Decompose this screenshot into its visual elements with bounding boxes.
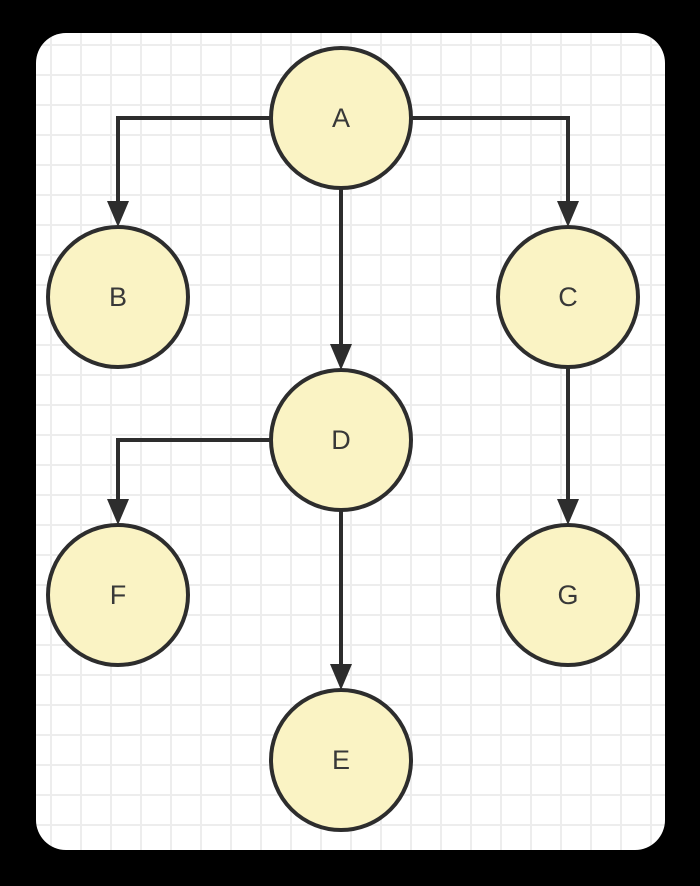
arrowhead-icon (330, 344, 352, 370)
node-label: G (557, 580, 578, 610)
edge-A-B[interactable] (107, 116, 271, 227)
node-circle (46, 523, 190, 667)
edge-D-E[interactable] (330, 510, 352, 690)
arrowhead-icon (107, 499, 129, 525)
node-label: B (109, 282, 127, 312)
arrowhead-icon (330, 664, 352, 690)
node-E[interactable]: E (269, 688, 413, 832)
node-label: C (558, 282, 578, 312)
arrowhead-icon (557, 499, 579, 525)
node-circle (269, 368, 413, 512)
node-label: A (332, 103, 350, 133)
node-label: E (332, 745, 350, 775)
node-circle (269, 46, 413, 190)
edge-line (116, 116, 271, 208)
edge-A-C[interactable] (411, 116, 579, 227)
node-label: F (110, 580, 127, 610)
node-A[interactable]: A (269, 46, 413, 190)
node-circle (46, 225, 190, 369)
edge-C-G[interactable] (557, 367, 579, 525)
node-D[interactable]: D (269, 368, 413, 512)
edge-line (116, 438, 271, 506)
arrowhead-icon (557, 201, 579, 227)
node-G[interactable]: G (496, 523, 640, 667)
node-circle (496, 523, 640, 667)
node-circle (496, 225, 640, 369)
edge-D-F[interactable] (107, 438, 271, 525)
arrowhead-icon (107, 201, 129, 227)
node-F[interactable]: F (46, 523, 190, 667)
node-C[interactable]: C (496, 225, 640, 369)
edge-line (411, 116, 570, 208)
edge-A-D[interactable] (330, 188, 352, 370)
node-B[interactable]: B (46, 225, 190, 369)
node-circle (269, 688, 413, 832)
node-label: D (331, 425, 351, 455)
